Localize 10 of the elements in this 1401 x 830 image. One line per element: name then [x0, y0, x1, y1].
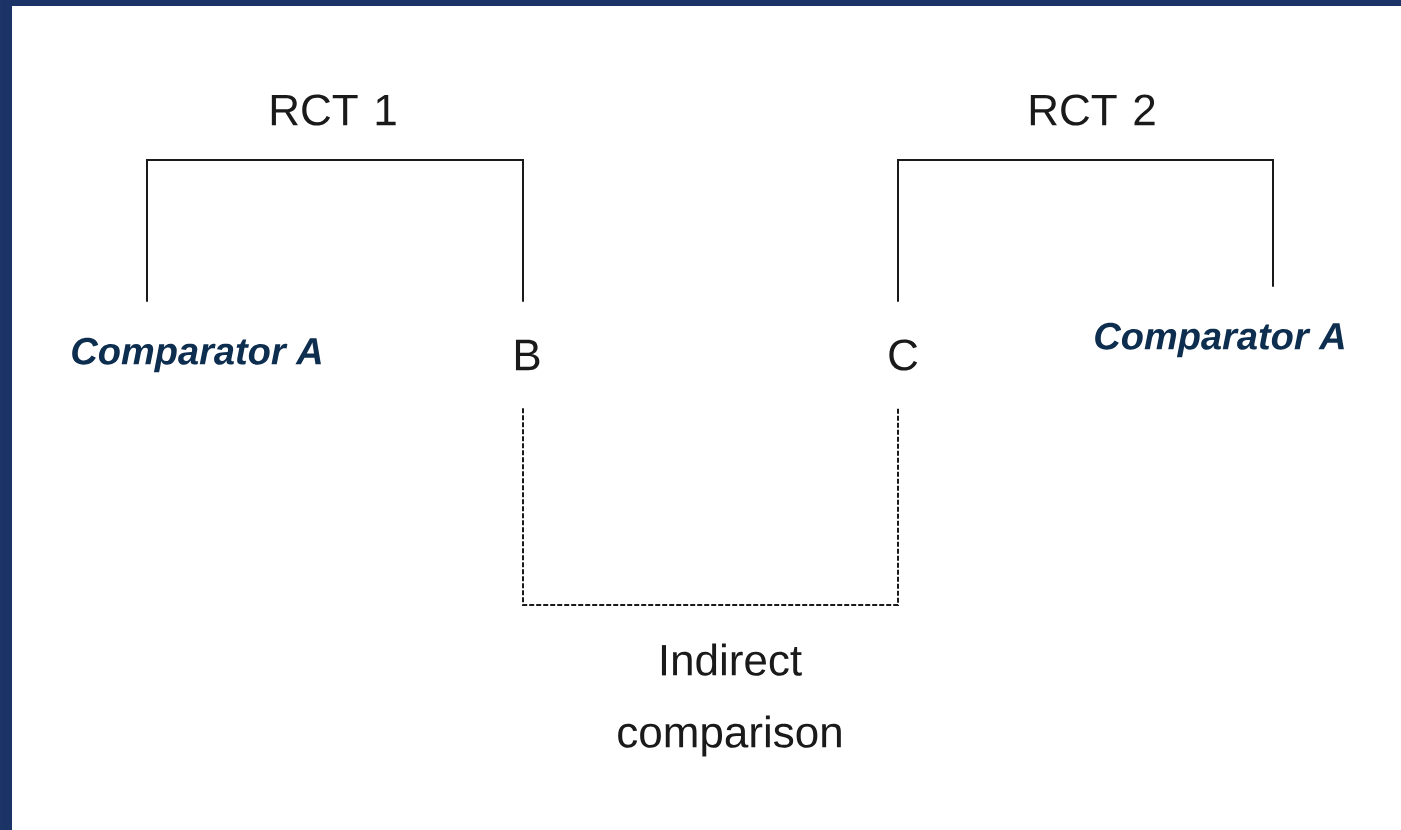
bracket	[897, 159, 1274, 303]
comparator-label: Comparator A	[72, 337, 321, 373]
treatment-label: B	[515, 339, 540, 371]
dashed-bracket	[522, 407, 899, 606]
edge-label: Indirect comparison	[618, 643, 841, 757]
treatment-label: C	[889, 339, 918, 371]
bracket	[146, 159, 524, 303]
edge-label: RCT 2	[1030, 94, 1155, 126]
comparator-label: Comparator A	[1095, 322, 1344, 358]
edge-label: RCT 1	[271, 94, 396, 126]
